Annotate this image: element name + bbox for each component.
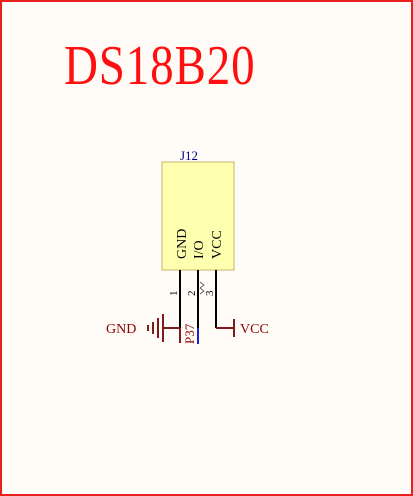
sheet-title: DS18B20 xyxy=(64,35,256,97)
pin-name-io: I/O xyxy=(192,240,207,259)
component-ref: J12 xyxy=(180,148,198,163)
io-direction-icon xyxy=(199,281,205,295)
pin-number-3: 3 xyxy=(204,290,216,296)
gnd-net-label: GND xyxy=(106,322,136,337)
io-net-label: P37 xyxy=(182,323,197,344)
pin-name-vcc: VCC xyxy=(210,230,225,259)
ground-icon xyxy=(147,314,164,342)
vcc-net-label: VCC xyxy=(240,322,269,337)
pin-name-gnd: GND xyxy=(175,229,190,259)
component-body[interactable] xyxy=(161,161,235,271)
pin-number-1: 1 xyxy=(168,291,180,297)
pin-number-2: 2 xyxy=(186,291,198,297)
